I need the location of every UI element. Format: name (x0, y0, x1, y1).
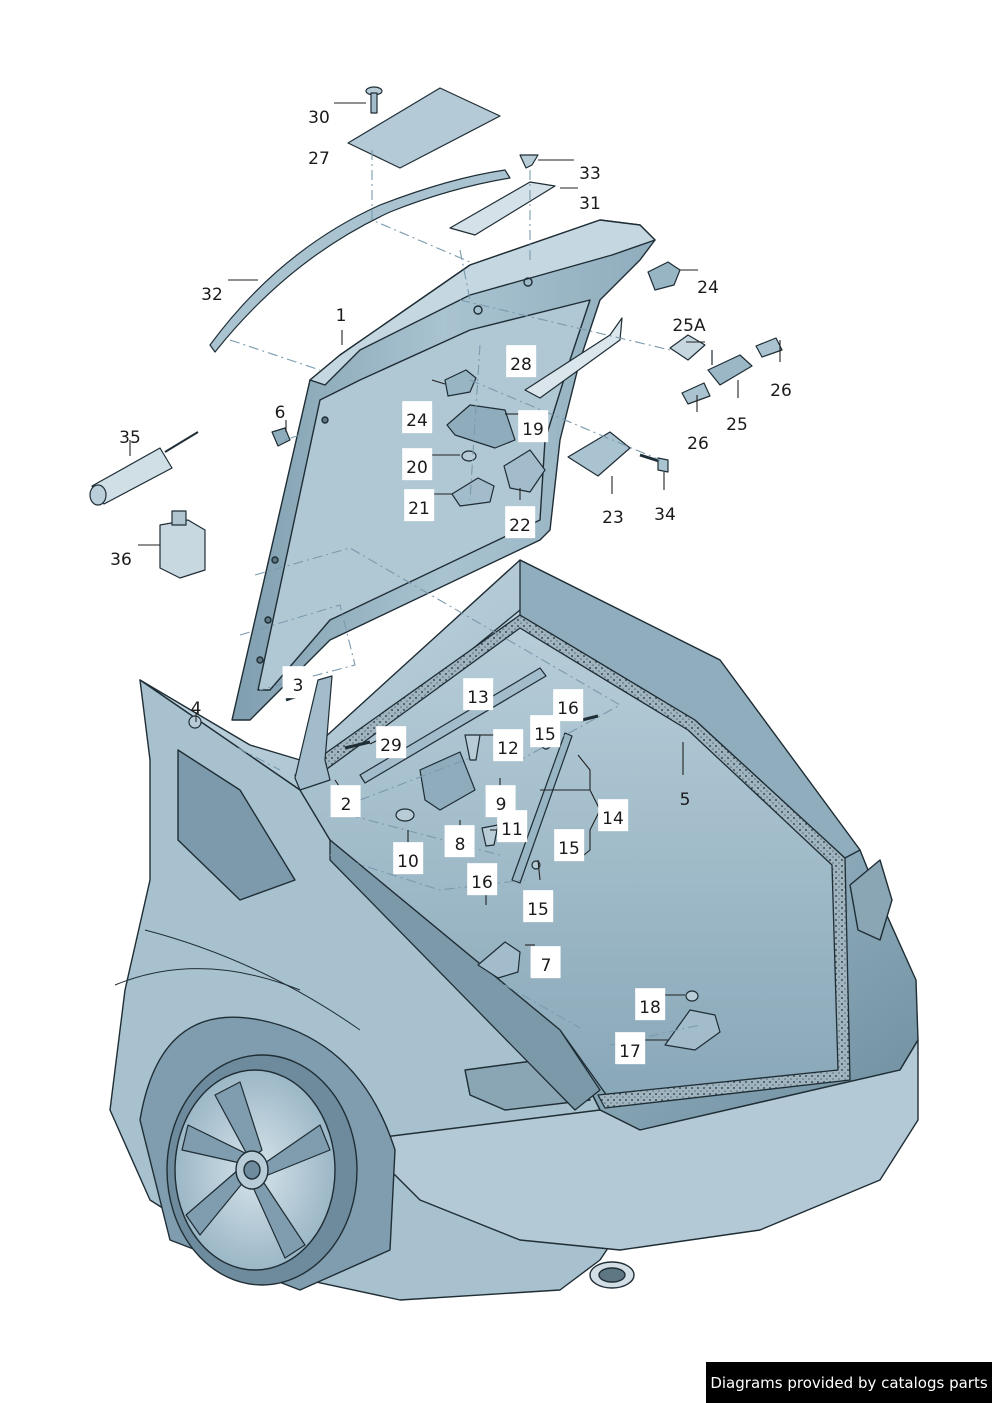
callout-6: 6 (274, 403, 286, 423)
callout-26-left: 26 (687, 434, 709, 454)
callout-15-top: 15 (534, 725, 556, 745)
latch-9 (419, 751, 476, 811)
callout-27: 27 (308, 149, 330, 169)
pin-12 (464, 734, 481, 761)
callout-22: 22 (509, 516, 531, 536)
callout-16-top: 16 (557, 699, 579, 719)
bracket-21 (451, 477, 495, 507)
callout-9: 9 (495, 795, 507, 815)
callout-29: 29 (380, 736, 402, 756)
screw-30 (365, 86, 383, 114)
credit-banner: Diagrams provided by catalogs parts (706, 1362, 992, 1403)
pad-25A (669, 334, 706, 361)
callout-17: 17 (619, 1042, 641, 1062)
callout-30: 30 (308, 108, 330, 128)
callout-35: 35 (119, 428, 141, 448)
callout-31: 31 (579, 194, 601, 214)
callout-12: 12 (497, 739, 519, 759)
callout-16-bottom: 16 (471, 873, 493, 893)
callout-28: 28 (510, 355, 532, 375)
callout-5: 5 (679, 790, 691, 810)
callout-14: 14 (602, 809, 624, 829)
callout-25: 25 (726, 415, 748, 435)
callout-25A: 25A (672, 316, 706, 336)
bumper-10 (395, 808, 415, 822)
clip-6 (271, 427, 291, 447)
switch-25 (707, 354, 753, 386)
callout-32: 32 (201, 285, 223, 305)
small-parts (89, 86, 783, 1051)
callout-8: 8 (454, 835, 466, 855)
cap-26a (755, 337, 783, 358)
trim-28 (524, 317, 623, 399)
cover-23 (567, 431, 631, 477)
hinge-arm-2 (294, 675, 333, 791)
callout-33: 33 (579, 164, 601, 184)
bracket-17 (664, 1009, 721, 1051)
callout-11: 11 (501, 820, 523, 840)
callout-15-mid: 15 (558, 839, 580, 859)
light-24b (444, 369, 477, 397)
nut-18 (685, 990, 699, 1002)
callout-18: 18 (639, 998, 661, 1018)
lid-top-edge (309, 219, 656, 386)
side-window (177, 749, 296, 901)
callout-23: 23 (602, 508, 624, 528)
light-24a (647, 261, 681, 291)
tube-35 (89, 431, 199, 506)
cap-26b (681, 382, 711, 405)
callout-3: 3 (292, 676, 304, 696)
clip-4 (188, 715, 202, 729)
callout-13: 13 (467, 688, 489, 708)
callout-15-bottom: 15 (527, 900, 549, 920)
rear-bumper (359, 1039, 919, 1251)
nut-20 (461, 450, 477, 462)
callout-2: 2 (340, 795, 352, 815)
callout-4: 4 (190, 699, 202, 719)
callout-20: 20 (406, 458, 428, 478)
bolt-34 (639, 453, 669, 473)
bottle-36 (159, 510, 206, 579)
bolt-16a (581, 714, 599, 722)
striker-7 (477, 941, 521, 979)
callout-1: 1 (335, 306, 347, 326)
clip-33 (519, 154, 539, 169)
strip-31 (449, 181, 556, 236)
lock-19 (446, 404, 516, 449)
taillight-right (849, 859, 893, 941)
handle-22 (503, 449, 546, 493)
gas-strut-14 (511, 732, 573, 884)
callout-24-top: 24 (697, 278, 719, 298)
screw-29 (344, 740, 371, 750)
callout-34: 34 (654, 505, 676, 525)
callout-24-lid: 24 (406, 411, 428, 431)
callout-21: 21 (408, 499, 430, 519)
assembly-dash-lines (229, 150, 701, 1046)
plate-27 (347, 87, 501, 169)
callout-19: 19 (522, 420, 544, 440)
spoiler-32 (209, 169, 511, 353)
callout-26-right: 26 (770, 381, 792, 401)
callout-10: 10 (397, 852, 419, 872)
callout-7: 7 (540, 956, 552, 976)
callout-36: 36 (110, 550, 132, 570)
